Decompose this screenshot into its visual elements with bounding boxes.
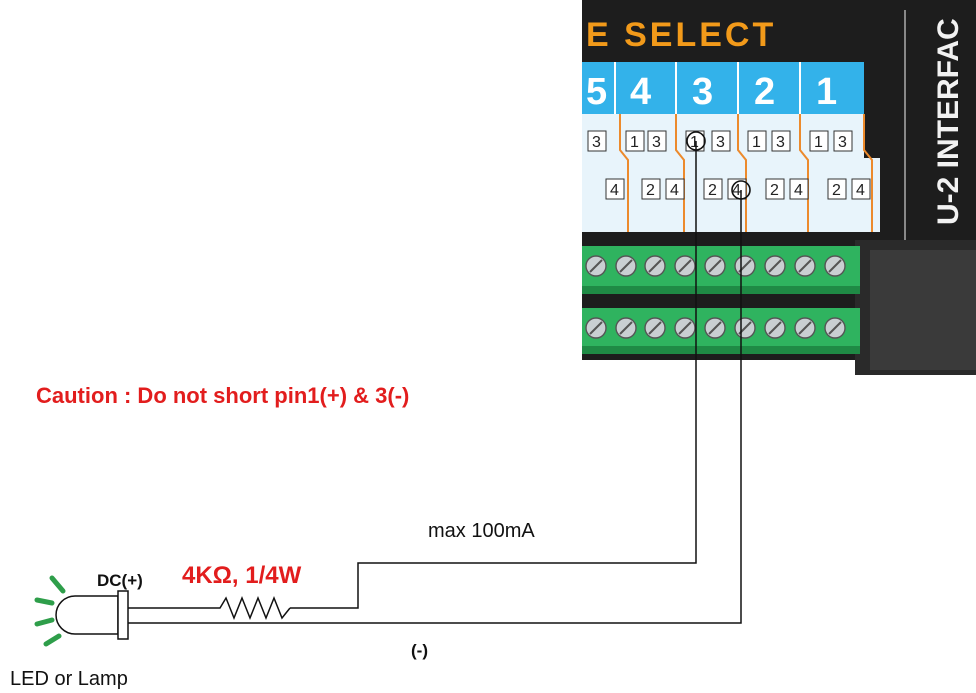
svg-text:1: 1 [752, 134, 761, 151]
resistor-label: 4KΩ, 1/4W [182, 562, 302, 589]
channel-number-4: 4 [630, 71, 651, 113]
led-glow-icon [34, 575, 66, 647]
wires [128, 141, 742, 624]
svg-text:1: 1 [690, 134, 699, 151]
channel-number-1: 1 [816, 71, 837, 113]
negative-label: (-) [411, 641, 428, 660]
channel-number-5: 5 [586, 71, 607, 113]
device-side-label: U-2 INTERFAC [932, 18, 965, 225]
wire-positive [290, 141, 697, 609]
interface-device: E SELECT U-2 INTERFAC 5 4 3 2 1 [582, 0, 976, 375]
caution-note: Caution : Do not short pin1(+) & 3(-) [36, 383, 409, 408]
svg-text:1: 1 [814, 134, 823, 151]
pin-row-bottom: 4 2 4 2 4 2 4 2 4 [605, 178, 871, 200]
svg-text:2: 2 [832, 182, 841, 199]
wire-negative [128, 190, 742, 624]
svg-text:4: 4 [670, 182, 679, 199]
resistor-icon [211, 595, 291, 621]
channel-number-3: 3 [692, 71, 713, 113]
channel-strip [582, 62, 864, 114]
max-current-label: max 100mA [428, 520, 535, 542]
svg-text:2: 2 [708, 182, 717, 199]
led-label: LED or Lamp [10, 668, 128, 690]
led-icon [34, 575, 129, 647]
svg-text:3: 3 [776, 134, 785, 151]
device-header-text: E SELECT [586, 16, 776, 54]
svg-text:3: 3 [716, 134, 725, 151]
svg-text:3: 3 [838, 134, 847, 151]
channel-dividers [614, 62, 801, 114]
svg-text:4: 4 [610, 182, 619, 199]
svg-text:3: 3 [652, 134, 661, 151]
svg-text:2: 2 [646, 182, 655, 199]
svg-text:2: 2 [770, 182, 779, 199]
svg-text:1: 1 [630, 134, 639, 151]
svg-text:4: 4 [732, 182, 741, 199]
pin-row-top: 3 1 3 1 3 1 3 1 3 [587, 130, 853, 152]
channel-number-2: 2 [754, 71, 775, 113]
svg-text:4: 4 [856, 182, 865, 199]
dc-plus-label: DC(+) [97, 571, 143, 590]
svg-text:4: 4 [794, 182, 803, 199]
svg-text:3: 3 [592, 134, 601, 151]
